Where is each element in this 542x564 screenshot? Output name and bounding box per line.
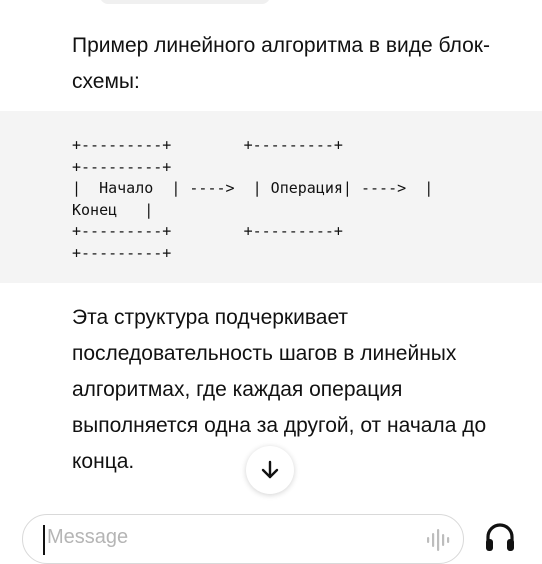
message-input[interactable]: [47, 526, 407, 549]
text-caret: [43, 525, 45, 555]
message-composer[interactable]: [22, 514, 464, 564]
intro-text: Пример линейного алгоритма в виде блок-с…: [72, 34, 490, 93]
scroll-down-button[interactable]: [246, 446, 294, 494]
code-block: +---------+ +---------+ +---------+ | На…: [0, 111, 542, 283]
headset-icon[interactable]: [482, 520, 518, 556]
voice-waveform-icon[interactable]: [425, 527, 451, 553]
code-content: +---------+ +---------+ +---------+ | На…: [72, 136, 434, 262]
top-bubble-edge: [100, 0, 270, 4]
outro-text: Эта структура подчеркивает последователь…: [72, 306, 487, 473]
arrow-down-icon: [261, 460, 279, 479]
